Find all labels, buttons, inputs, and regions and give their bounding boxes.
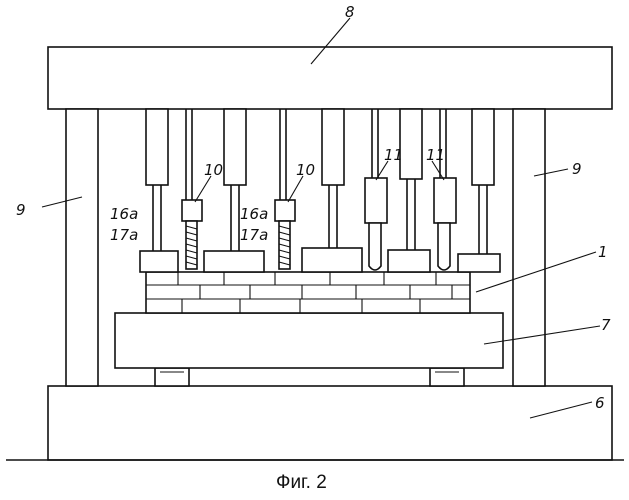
cylinder-10-right [275,109,295,269]
label-7: 7 [601,316,611,334]
label-9-right: 9 [572,160,582,178]
label-8: 8 [345,3,355,21]
cylinder-10-left [182,109,202,269]
figure-caption: Фиг. 2 [276,472,327,493]
label-16a-left: 16a [110,205,138,223]
punch-block-2 [204,251,264,272]
cylinder-11-left [365,109,387,270]
punch-block-5 [458,254,500,272]
top-plate [48,47,612,109]
column-left [66,109,98,386]
label-6: 6 [595,394,605,412]
label-11-right: 11 [426,146,445,164]
punch-block-3 [302,248,362,272]
label-10-left: 10 [204,161,223,179]
support-left [155,368,189,386]
workpiece-stack [146,272,470,313]
table-block [115,313,503,368]
support-right [430,368,464,386]
column-right [513,109,545,386]
punch-block-4 [388,250,430,272]
label-10-right: 10 [296,161,315,179]
label-11-left: 11 [384,146,403,164]
label-17a-left: 17a [110,226,138,244]
label-9-left: 9 [16,201,26,219]
base-block [48,386,612,460]
label-1: 1 [598,243,608,261]
label-16a-right: 16a [240,205,268,223]
label-17a-right: 17a [240,226,268,244]
punch-block-1 [140,251,178,272]
cylinder-11-right [434,109,456,270]
